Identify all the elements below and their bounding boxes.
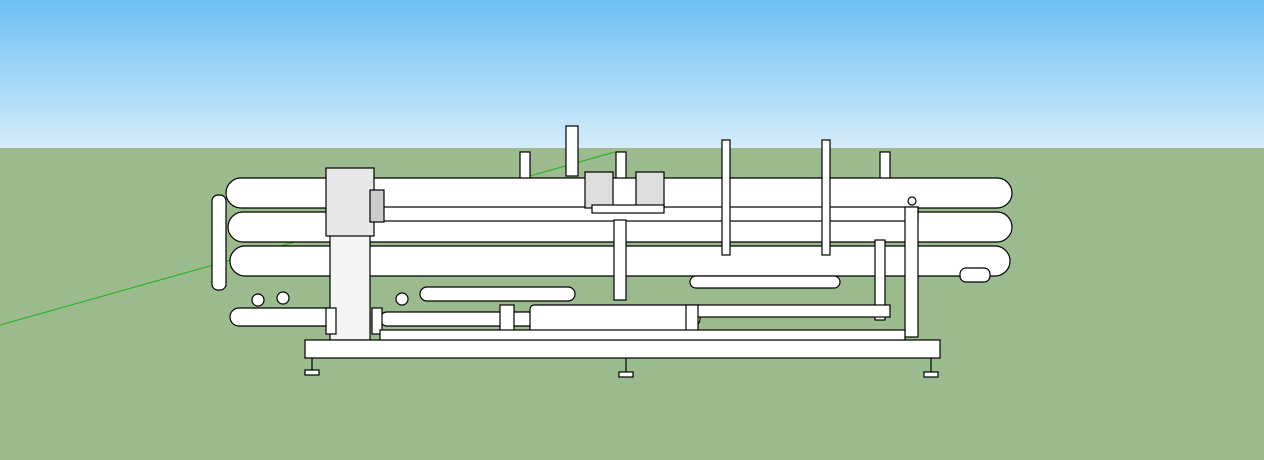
hanger xyxy=(721,139,731,256)
sky-background xyxy=(0,0,1264,148)
motor xyxy=(325,167,375,237)
pressure-gauge xyxy=(251,293,265,307)
frame-post xyxy=(874,239,886,321)
lower-pipe xyxy=(419,286,576,302)
hanger xyxy=(821,139,831,256)
top-stub xyxy=(565,125,579,177)
lower-pipe xyxy=(229,307,341,327)
pressure-gauge xyxy=(276,291,290,305)
manifold-pipe xyxy=(959,267,991,283)
filter-flange xyxy=(685,304,699,334)
frame-post xyxy=(613,219,627,301)
lower-pipe xyxy=(689,275,841,289)
frame-post xyxy=(904,206,919,338)
base-rail xyxy=(379,329,906,341)
ro-skid-model[interactable] xyxy=(211,125,1013,378)
victaulic-coupling xyxy=(635,171,665,209)
coupling-bracket xyxy=(591,204,665,214)
foot xyxy=(304,369,320,376)
foot xyxy=(923,371,939,378)
pump-flange xyxy=(371,307,383,335)
lower-pipe xyxy=(689,304,891,318)
top-stub xyxy=(519,151,531,181)
manifold-pipe xyxy=(211,194,227,291)
motor-fan-cover xyxy=(369,189,385,223)
filter-flange xyxy=(499,304,515,334)
pressure-gauge xyxy=(395,292,409,306)
victaulic-coupling xyxy=(584,171,614,209)
pump-flange xyxy=(325,307,337,335)
foot xyxy=(618,371,634,378)
pressure-gauge xyxy=(907,196,917,206)
top-stub xyxy=(879,151,891,181)
top-stub xyxy=(615,151,627,181)
base-frame xyxy=(304,339,941,359)
